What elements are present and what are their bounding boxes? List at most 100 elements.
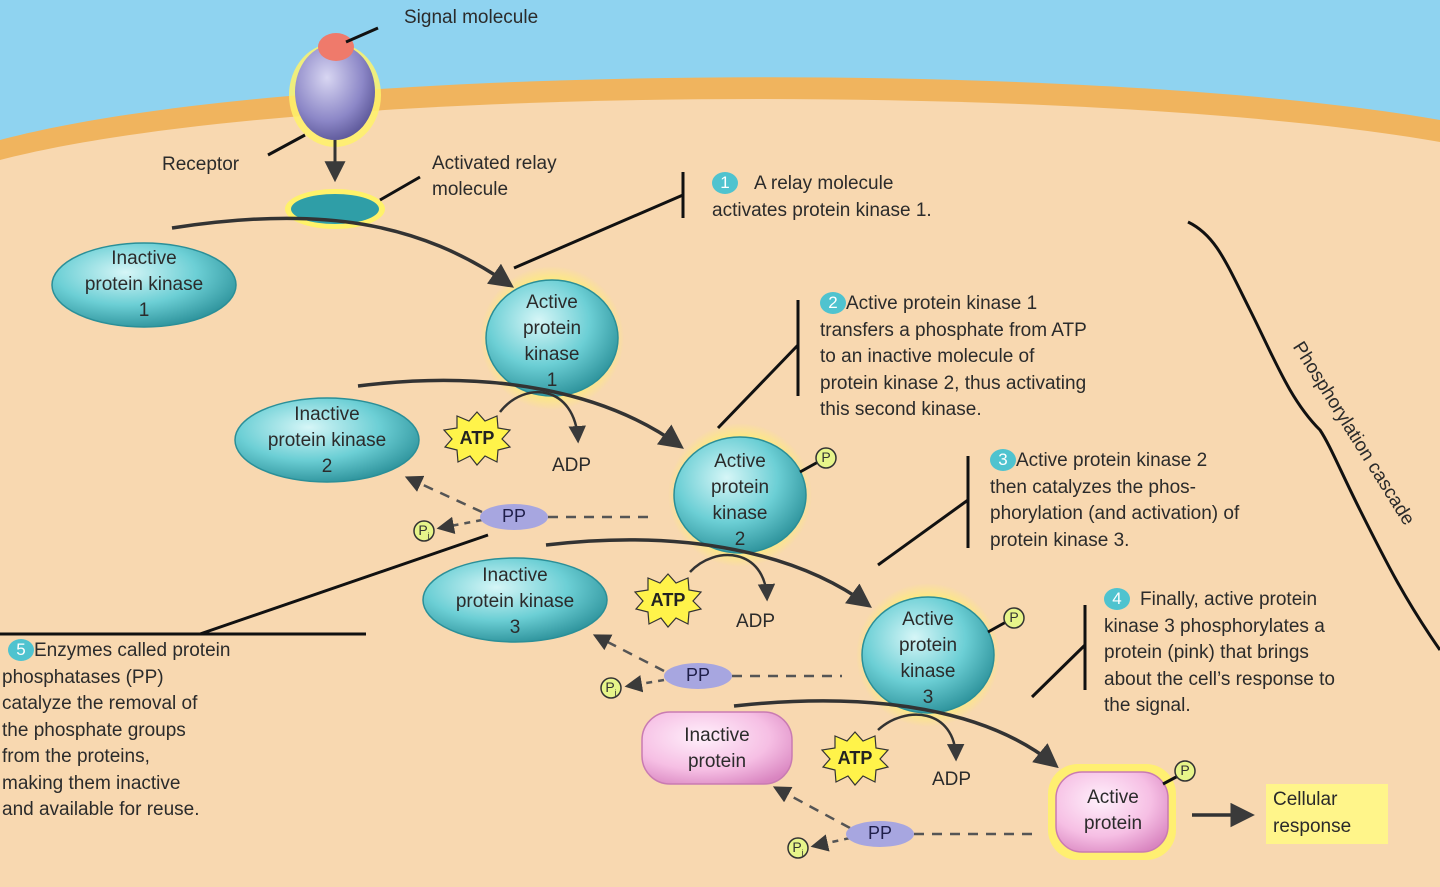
inactive-kinase-2-line-2: protein kinase	[267, 430, 387, 451]
step-3-line-4: protein kinase 3.	[990, 529, 1130, 551]
atp-adp-arrow-1	[499, 390, 586, 444]
pi-label-2-p: P	[605, 679, 615, 695]
inactive-kinase-1-line-3: 1	[138, 300, 150, 321]
pp-label-1: PP	[501, 506, 526, 526]
atp-label-3: ATP	[837, 748, 873, 768]
active-kinase-1-label: Active protein kinase 1	[492, 290, 612, 394]
inactive-kinase-1-line-1: Inactive	[111, 248, 177, 269]
pi-label-3-p: P	[792, 839, 802, 855]
signal-molecule-leader	[345, 26, 379, 44]
active-kinase-1-line-1: Active	[526, 292, 578, 313]
pp-back-arrow-2	[592, 634, 665, 673]
activated-relay-label-line-1: Activated relay	[432, 153, 557, 174]
step-5-line-7: and available for reuse.	[2, 799, 200, 820]
active-kinase-3-line-3: kinase	[900, 661, 956, 682]
atp-label-2: ATP	[650, 590, 686, 610]
pi-label-1: Pi	[413, 522, 435, 541]
callout-3-line	[877, 498, 969, 567]
active-kinase-3-line-1: Active	[902, 609, 954, 630]
step-3-line-1-text: Active protein kinase 2	[1016, 450, 1208, 471]
inactive-kinase-1-line-2: protein kinase	[84, 274, 204, 295]
active-kinase-2-label: Active protein kinase 2	[680, 449, 800, 553]
step-4-badge: 4	[1104, 588, 1130, 610]
step-4-line-5: the signal.	[1104, 695, 1191, 716]
inactive-kinase-3-line-3: 3	[509, 617, 521, 638]
phosphate-link-2	[799, 460, 819, 474]
active-kinase-2	[673, 436, 807, 554]
active-kinase-2-line-3: kinase	[712, 503, 768, 524]
active-kinase-3	[861, 596, 995, 714]
step-4-line-4: about the cell’s response to	[1104, 668, 1335, 690]
phosphate-4	[1174, 760, 1196, 782]
step-3-badge: 3	[990, 449, 1016, 471]
atp-burst-3	[820, 731, 890, 786]
inactive-kinase-3-label: Inactive protein kinase 3	[435, 563, 595, 641]
pi-3	[787, 837, 809, 859]
pi-label-2-sub: i	[614, 687, 617, 698]
pi-label-2: Pi	[600, 679, 622, 698]
relay-molecule	[291, 194, 379, 224]
step-5-line-2: phosphatases (PP)	[2, 666, 164, 688]
step-1-badge: 1	[712, 172, 738, 194]
p-label-4: P	[1180, 762, 1190, 778]
activated-relay-label: Activated relay molecule	[432, 151, 557, 203]
atp-burst-2	[633, 573, 703, 628]
step-5-line-1-text: Enzymes called protein	[34, 640, 231, 661]
callout-2-line	[716, 343, 800, 430]
step-2-line-2: transfers a phosphate from ATP	[820, 319, 1087, 341]
atp-burst-1	[442, 411, 512, 466]
active-kinase-3-line-4: 3	[922, 687, 934, 708]
receptor	[295, 44, 375, 140]
inactive-protein-line-1: Inactive	[684, 725, 750, 746]
active-protein-line-2: protein	[1083, 813, 1143, 834]
step-1-text: 1 A relay molecule activates protein kina…	[712, 171, 932, 224]
receptor-leader	[267, 133, 306, 157]
active-kinase-2-line-2: protein	[710, 477, 770, 498]
active-kinase-2-line-1: Active	[714, 451, 766, 472]
step-2-line-4: protein kinase 2, thus activating	[820, 372, 1087, 394]
phosphatase-3	[846, 821, 914, 847]
activation-arrow-3	[545, 538, 872, 608]
adp-label-3: ADP	[932, 769, 972, 790]
inactive-kinase-1-label: Inactive protein kinase 1	[64, 246, 224, 324]
relay-leader	[379, 175, 421, 202]
phosphatase-2	[664, 663, 732, 689]
signal-molecule	[318, 33, 354, 61]
p-label-2: P	[821, 449, 831, 465]
step-1-line-1: 1 A relay molecule	[712, 171, 932, 198]
pp-label-2: PP	[685, 665, 710, 685]
step-2-line-3: to an inactive molecule of	[820, 346, 1035, 367]
phosphate-2	[815, 447, 837, 469]
pi-1	[413, 520, 435, 542]
step-4-line-2: kinase 3 phosphorylates a	[1104, 615, 1325, 637]
phosphatase-1	[480, 504, 548, 530]
step-3-line-3: phorylation (and activation) of	[990, 503, 1240, 524]
phosphate-link-3	[987, 620, 1007, 634]
inactive-kinase-3-line-2: protein kinase	[455, 591, 575, 612]
step-4-line-1-text: Finally, active protein	[1140, 589, 1318, 610]
step-4-line-1: 4 Finally, active protein	[1104, 587, 1335, 614]
active-kinase-1-line-3: kinase	[524, 344, 580, 365]
activation-arrow-4	[733, 699, 1059, 769]
active-kinase-1-line-4: 1	[546, 370, 558, 391]
pp-label-3: PP	[867, 823, 892, 843]
step-1-line-1-text: A relay molecule	[754, 173, 894, 194]
step-1-line-2: activates protein kinase 1.	[712, 199, 932, 221]
activated-relay-label-line-2: molecule	[432, 179, 509, 200]
step-4-line-3: protein (pink) that brings	[1104, 642, 1309, 663]
activation-arrow-1	[171, 216, 515, 288]
step-5-badge: 5	[8, 639, 34, 661]
signal-molecule-label: Signal molecule	[404, 7, 539, 28]
pi-label-3-sub: i	[801, 847, 804, 858]
step-5-line-4: the phosphate groups	[2, 719, 186, 741]
active-kinase-3-label: Active protein kinase 3	[868, 607, 988, 711]
cellular-response-line-1: Cellular	[1273, 789, 1338, 810]
adp-label-2: ADP	[736, 611, 776, 632]
inactive-kinase-2-line-3: 2	[321, 456, 333, 477]
